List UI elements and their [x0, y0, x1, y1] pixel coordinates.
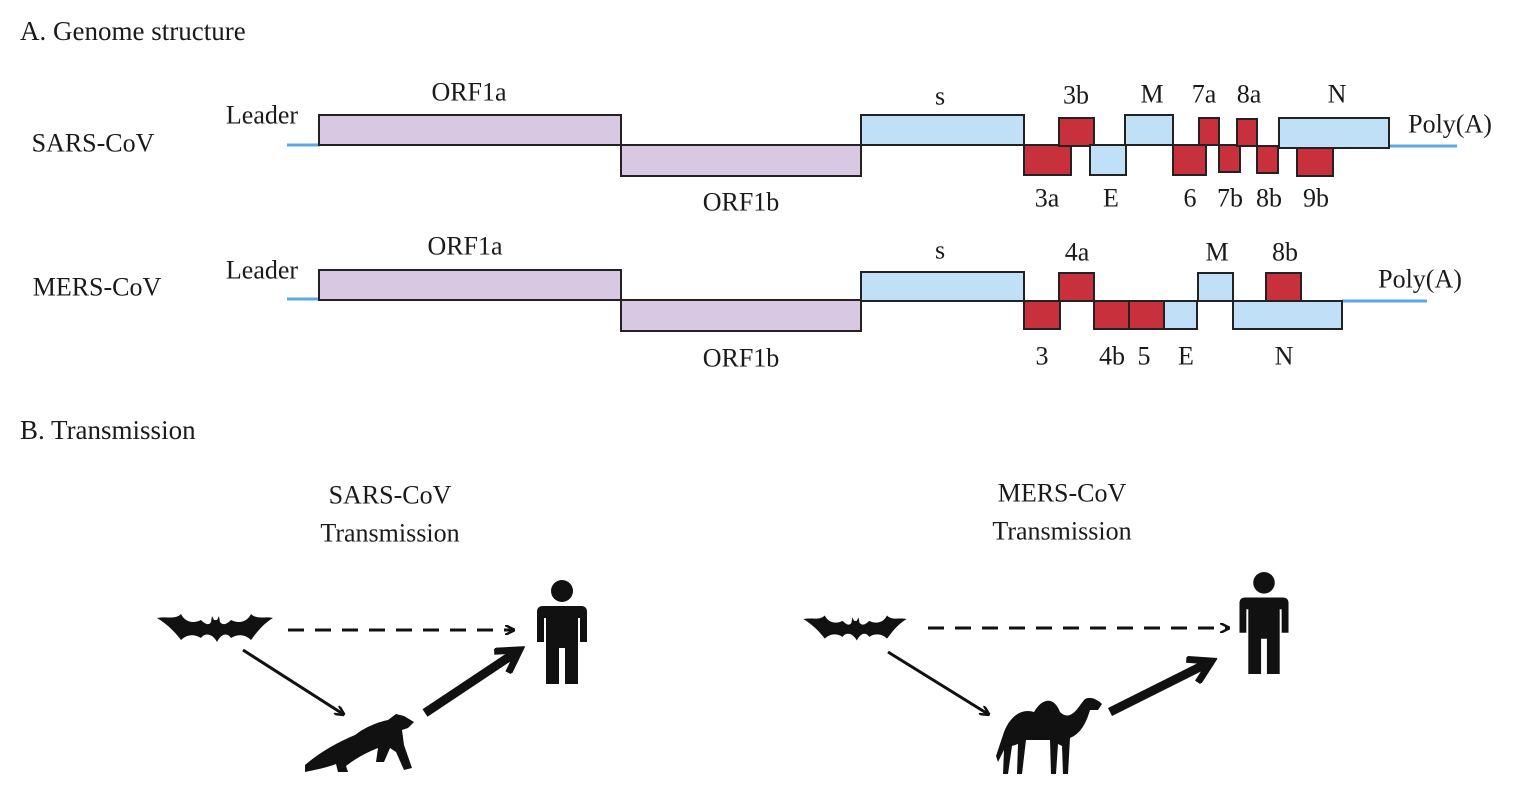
sars-9b-label: 9b [1303, 184, 1329, 213]
sars-label: SARS-CoV [32, 129, 155, 158]
sars-3a [1023, 144, 1072, 176]
mers-leader-label: Leader [226, 256, 299, 285]
sars-7a-label: 7a [1192, 80, 1217, 109]
sars-s [860, 114, 1025, 146]
sars-polya-label: Poly(A) [1408, 110, 1492, 139]
human-icon [1239, 572, 1289, 674]
sars-8a-label: 8a [1237, 80, 1262, 109]
sars-6 [1172, 144, 1207, 176]
mers-4b [1093, 300, 1130, 330]
sars-transmission-title-line1: SARS-CoV [329, 481, 452, 510]
mers-m [1197, 272, 1234, 302]
mers-e-label: E [1178, 342, 1194, 371]
camel-icon [996, 697, 1102, 774]
sars-genome: SARS-CoV Leader ORF1a s 3b M 7a 8a N Pol… [32, 78, 1492, 217]
civet-to-human-arrow [422, 651, 518, 717]
mers-3-label: 3 [1036, 342, 1049, 371]
mers-5-label: 5 [1138, 342, 1151, 371]
mers-5 [1128, 300, 1165, 330]
camel-to-human-arrow [1107, 662, 1210, 717]
mers-polya-label: Poly(A) [1378, 265, 1462, 294]
human-icon [537, 580, 587, 684]
sars-8a [1236, 118, 1258, 147]
sars-3b-label: 3b [1063, 81, 1089, 110]
mers-s-label: s [935, 236, 945, 265]
sars-8b [1256, 145, 1279, 174]
sars-orf1a-label: ORF1a [431, 78, 507, 107]
sars-6-label: 6 [1184, 184, 1197, 213]
sars-m-label: M [1140, 80, 1163, 109]
sars-orf1b-label: ORF1b [703, 188, 780, 217]
mers-transmission-title-line2: Transmission [992, 517, 1131, 546]
mers-orf1a-label: ORF1a [427, 232, 503, 261]
sars-7b [1218, 144, 1241, 173]
mers-4a [1058, 272, 1095, 302]
panel-a-title: A. Genome structure [20, 16, 246, 46]
sars-9b [1296, 147, 1334, 177]
mers-m-label: M [1205, 238, 1228, 267]
sars-orf1b [620, 144, 862, 177]
sars-leader-label: Leader [226, 101, 299, 130]
mers-e [1163, 300, 1198, 330]
sars-transmission-title-line2: Transmission [320, 519, 459, 548]
sars-orf1a [318, 114, 622, 146]
sars-n-label: N [1328, 80, 1347, 109]
mers-4b-label: 4b [1099, 342, 1125, 371]
mers-8b-label: 8b [1272, 238, 1298, 267]
sars-7b-label: 7b [1217, 184, 1243, 213]
sars-3b [1058, 117, 1095, 147]
bat-to-civet-arrow [242, 648, 343, 714]
sars-8b-label: 8b [1256, 184, 1282, 213]
mers-8b [1265, 272, 1302, 302]
sars-e [1089, 144, 1127, 176]
bat-to-camel-arrow [887, 650, 988, 714]
mers-orf1b-label: ORF1b [703, 344, 780, 373]
mers-s [860, 271, 1025, 302]
bat-icon [157, 614, 273, 642]
mers-genome: MERS-CoV Leader ORF1a s 4a M 8b Poly(A) … [33, 232, 1462, 373]
sars-7a [1198, 117, 1220, 146]
mers-3 [1023, 300, 1061, 330]
sars-e-label: E [1103, 184, 1119, 213]
mers-n-label: N [1275, 342, 1294, 371]
mers-transmission-title-line1: MERS-CoV [998, 479, 1127, 508]
sars-m [1124, 114, 1174, 146]
mers-4a-label: 4a [1065, 238, 1090, 267]
sars-s-label: s [935, 82, 945, 111]
mers-n [1232, 300, 1343, 330]
mers-label: MERS-CoV [33, 273, 162, 302]
sars-n [1278, 117, 1390, 149]
civet-icon [305, 714, 414, 772]
panel-b-title: B. Transmission [20, 415, 196, 445]
mers-orf1b [620, 299, 862, 332]
mers-orf1a [318, 269, 622, 301]
bat-icon [803, 615, 907, 641]
sars-3a-label: 3a [1035, 184, 1060, 213]
sars-transmission: SARS-CoV Transmission [157, 481, 587, 772]
mers-transmission: MERS-CoV Transmission [803, 479, 1289, 774]
